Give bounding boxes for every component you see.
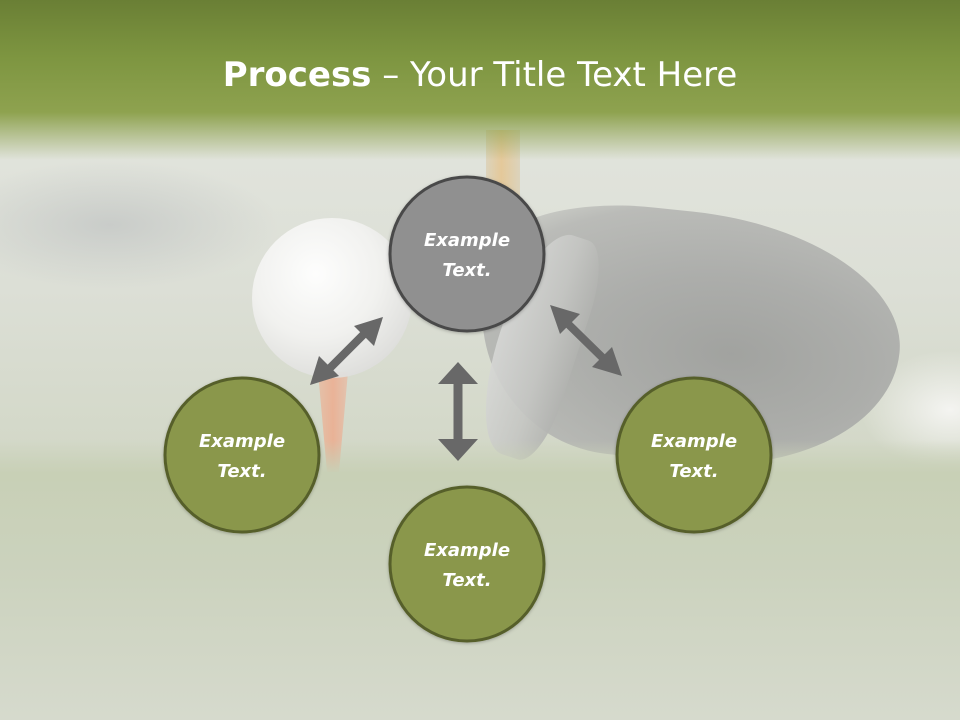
node-left-line1: Example: [199, 431, 285, 452]
title-bold: Process: [222, 55, 372, 95]
node-bottom[interactable]: Example Text.: [388, 485, 546, 643]
node-left[interactable]: Example Text.: [163, 376, 321, 534]
node-top-line2: Text.: [442, 260, 491, 281]
node-bottom-line2: Text.: [442, 570, 491, 591]
node-top[interactable]: Example Text.: [388, 175, 546, 333]
background-blur-left: [0, 160, 280, 290]
node-right-line2: Text.: [669, 461, 718, 482]
node-bottom-line1: Example: [424, 540, 510, 561]
node-top-line1: Example: [424, 230, 510, 251]
slide-title[interactable]: Process – Your Title Text Here: [0, 50, 960, 100]
title-rest: – Your Title Text Here: [371, 55, 738, 95]
double-arrow-top-right: [550, 305, 622, 376]
golf-ball-image: [252, 218, 412, 378]
double-arrow-top-left: [310, 317, 383, 385]
node-right[interactable]: Example Text.: [615, 376, 773, 534]
title-bar: [0, 0, 960, 160]
double-arrow-vertical: [438, 362, 478, 461]
node-right-line1: Example: [651, 431, 737, 452]
node-top-circle: [388, 175, 546, 333]
node-left-circle: [163, 376, 321, 534]
node-right-circle: [615, 376, 773, 534]
node-bottom-circle: [388, 485, 546, 643]
node-left-line2: Text.: [217, 461, 266, 482]
